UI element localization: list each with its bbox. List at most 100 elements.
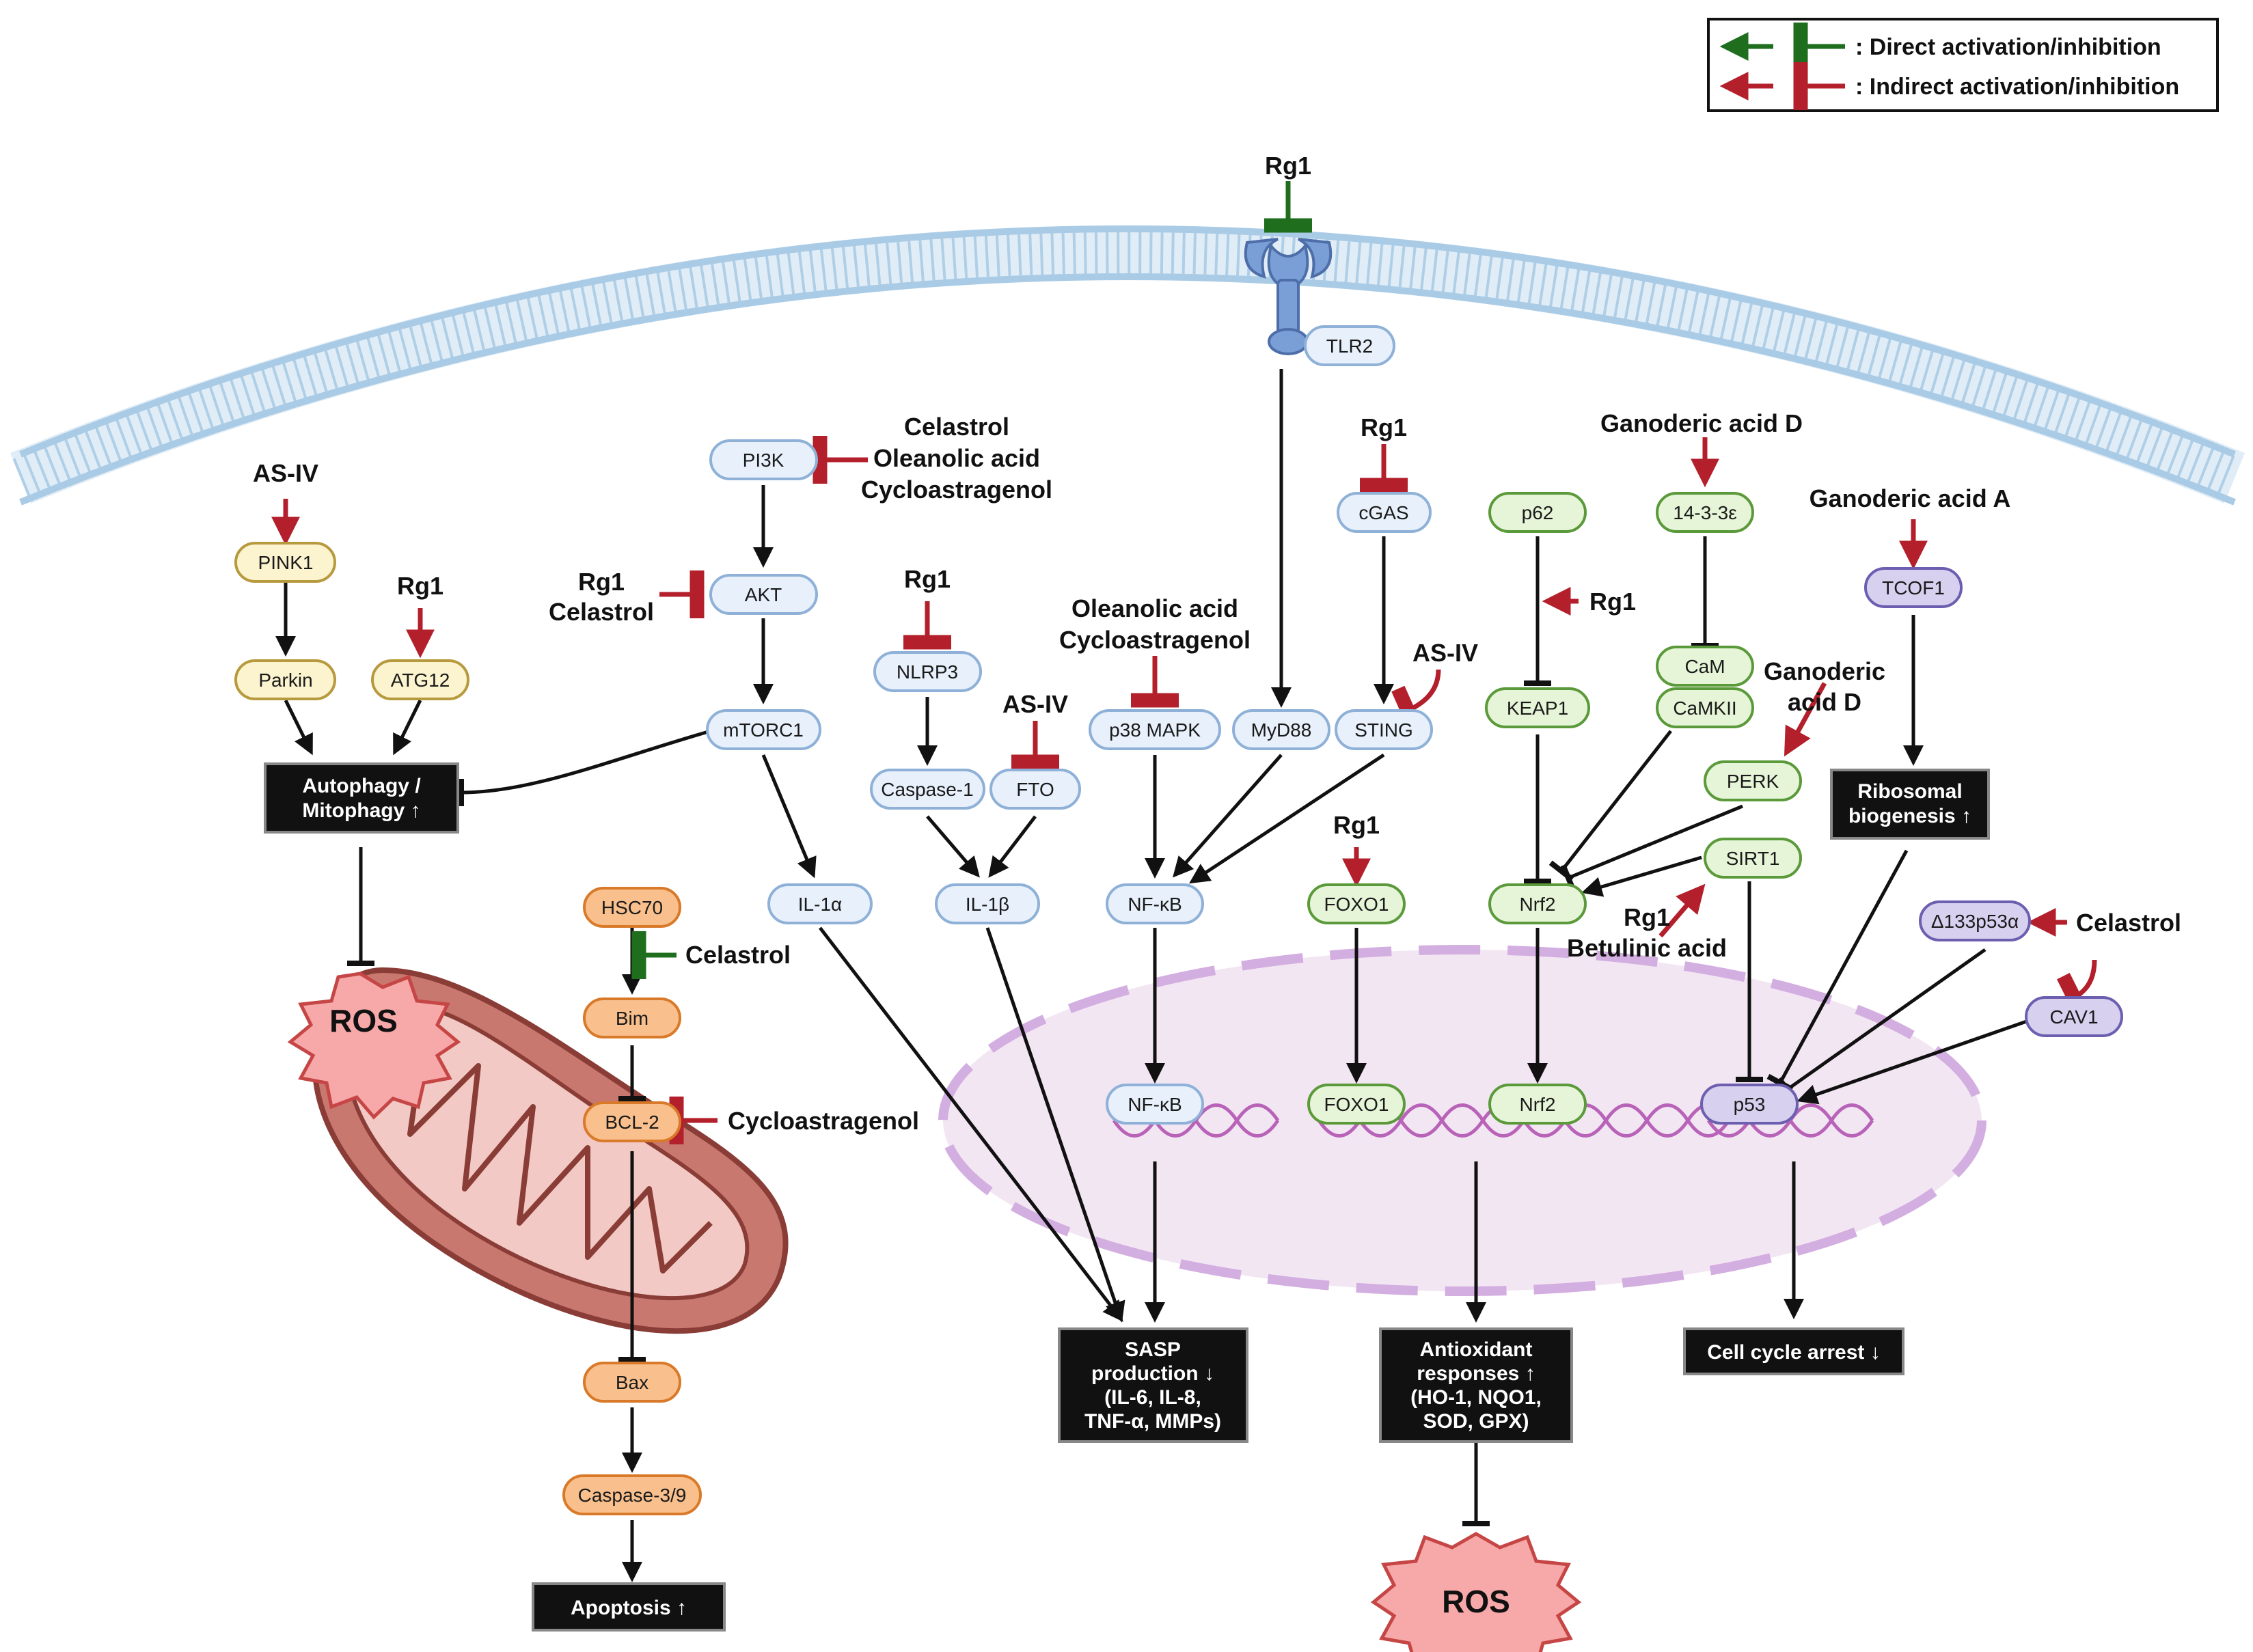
drug-celastrol-akt: Celastrol xyxy=(549,598,654,626)
node-il1a-label: IL-1α xyxy=(798,894,842,915)
drug-gad-1433: Ganoderic acid D xyxy=(1600,409,1803,437)
node-sirt1-label: SIRT1 xyxy=(1726,848,1780,869)
drug-rg1-keap1: Rg1 xyxy=(1589,588,1636,616)
box-sasp: SASP production ↓ (IL-6, IL-8, TNF-α, MM… xyxy=(1058,1327,1248,1443)
node-nrf2-nucleus-label: Nrf2 xyxy=(1520,1094,1556,1115)
node-fto-label: FTO xyxy=(1016,779,1054,800)
ros-bottom-label: ROS xyxy=(1442,1584,1510,1619)
node-sirt1: SIRT1 xyxy=(1704,838,1802,879)
node-foxo1-nucleus-label: FOXO1 xyxy=(1324,1094,1389,1115)
node-cgas: cGAS xyxy=(1337,492,1432,533)
nucleus xyxy=(938,945,1986,1296)
node-p53: p53 xyxy=(1700,1084,1799,1125)
node-caspase39: Caspase-3/9 xyxy=(562,1474,702,1515)
node-pi3k: PI3K xyxy=(709,439,818,480)
box-cell-cycle-label: Cell cycle arrest ↓ xyxy=(1707,1341,1881,1364)
drug-labels: Rg1 AS-IV Rg1 Celastrol Oleanolic acid C… xyxy=(253,152,2181,1135)
node-atg12: ATG12 xyxy=(371,659,469,700)
box-sasp-line1: SASP xyxy=(1125,1338,1181,1361)
box-ribosomal-line2: biogenesis ↑ xyxy=(1848,805,1971,827)
box-sasp-line4: TNF-α, MMPs) xyxy=(1084,1410,1221,1433)
drug-rg1-sirt1: Rg1 xyxy=(1624,903,1670,931)
node-sting-label: STING xyxy=(1354,719,1413,741)
node-pink1-label: PINK1 xyxy=(258,552,314,573)
node-myd88-label: MyD88 xyxy=(1251,719,1312,741)
drug-oleanolic-p38: Oleanolic acid xyxy=(1071,594,1238,622)
node-perk-label: PERK xyxy=(1727,771,1779,792)
node-tcof1-label: TCOF1 xyxy=(1882,577,1945,598)
node-nfkb: NF-κB xyxy=(1106,883,1204,924)
drug-gad-perk-line1: Ganoderic xyxy=(1764,657,1885,685)
node-bim-label: Bim xyxy=(616,1008,648,1029)
node-p62: p62 xyxy=(1488,492,1587,533)
cell-membrane xyxy=(10,225,2245,506)
box-sasp-line2: production ↓ xyxy=(1091,1362,1214,1385)
legend-indirect-label: : Indirect activation/inhibition xyxy=(1855,74,2179,100)
node-bcl2-label: BCL-2 xyxy=(605,1112,659,1133)
node-il1a: IL-1α xyxy=(767,883,873,924)
node-d133p53a: Δ133p53α xyxy=(1919,900,2031,941)
node-14-3-3e-label: 14-3-3ε xyxy=(1673,502,1736,523)
node-nrf2-label: Nrf2 xyxy=(1520,894,1556,915)
box-antioxidant-line3: (HO-1, NQO1, xyxy=(1410,1386,1542,1409)
node-mtorc1: mTORC1 xyxy=(706,709,821,750)
drug-cyclo-bcl2: Cycloastragenol xyxy=(728,1107,919,1135)
node-keap1: KEAP1 xyxy=(1485,687,1590,728)
node-nrf2-nucleus: Nrf2 xyxy=(1488,1084,1587,1125)
node-parkin: Parkin xyxy=(234,659,336,700)
drug-celastrol-pi3k: Celastrol xyxy=(904,413,1009,441)
drug-rg1-akt: Rg1 xyxy=(578,568,625,596)
legend-direct-label: : Direct activation/inhibition xyxy=(1855,34,2161,60)
tlr2-receptor-icon xyxy=(1244,238,1333,355)
node-foxo1-label: FOXO1 xyxy=(1324,894,1389,915)
box-ribosomal-line1: Ribosomal xyxy=(1857,780,1962,803)
node-hsc70-label: HSC70 xyxy=(601,897,663,918)
box-autophagy: Autophagy / Mitophagy ↑ xyxy=(264,762,459,834)
drug-rg1-tlr2: Rg1 xyxy=(1265,152,1311,180)
drug-rg1-nlrp3: Rg1 xyxy=(904,565,951,593)
node-cav1-label: CAV1 xyxy=(2049,1006,2098,1028)
edges xyxy=(271,181,2097,1582)
drug-rg1-atg12: Rg1 xyxy=(397,572,443,600)
drug-gaa-tcof1: Ganoderic acid A xyxy=(1810,484,2011,512)
box-cell-cycle: Cell cycle arrest ↓ xyxy=(1683,1327,1904,1375)
box-antioxidant-line2: responses ↑ xyxy=(1417,1362,1535,1385)
node-caspase1: Caspase-1 xyxy=(870,769,985,810)
node-nlrp3-label: NLRP3 xyxy=(897,661,958,683)
box-apoptosis-label: Apoptosis ↑ xyxy=(571,1597,687,1619)
node-d133p53a-label: Δ133p53α xyxy=(1931,911,2019,932)
nodes: TLR2 PI3K AKT mTORC1 NLRP3 Caspase-1 FTO… xyxy=(234,325,2123,1515)
node-mtorc1-label: mTORC1 xyxy=(723,719,804,741)
drug-gad-perk-line2: acid D xyxy=(1788,688,1861,716)
node-nrf2: Nrf2 xyxy=(1488,883,1587,924)
node-caspase1-label: Caspase-1 xyxy=(881,779,973,800)
drug-rg1-foxo1: Rg1 xyxy=(1333,811,1380,839)
node-camkii-label: CaMKII xyxy=(1673,698,1736,719)
node-nfkb-label: NF-κB xyxy=(1128,894,1182,915)
node-tlr2: TLR2 xyxy=(1304,325,1395,366)
drug-asiv-pink1: AS-IV xyxy=(253,459,318,487)
node-pi3k-label: PI3K xyxy=(743,450,784,471)
outcome-boxes: Autophagy / Mitophagy ↑ Ribosomal biogen… xyxy=(264,762,1990,1632)
node-p38-label: p38 MAPK xyxy=(1109,719,1201,741)
node-hsc70: HSC70 xyxy=(583,887,681,928)
node-cav1: CAV1 xyxy=(2025,996,2123,1037)
drug-asiv-sting: AS-IV xyxy=(1412,639,1478,667)
node-p62-label: p62 xyxy=(1522,502,1554,523)
node-nfkb-nucleus-label: NF-κB xyxy=(1128,1094,1182,1115)
node-il1b-label: IL-1β xyxy=(966,894,1009,915)
node-nlrp3: NLRP3 xyxy=(873,651,982,692)
node-atg12-label: ATG12 xyxy=(391,670,450,691)
node-cgas-label: cGAS xyxy=(1358,502,1408,523)
node-tlr2-label: TLR2 xyxy=(1326,335,1373,357)
box-antioxidant-line1: Antioxidant xyxy=(1420,1338,1533,1361)
node-pink1: PINK1 xyxy=(234,542,336,583)
box-ribosomal: Ribosomal biogenesis ↑ xyxy=(1830,769,1990,840)
node-bax-label: Bax xyxy=(616,1372,648,1393)
node-camkii: CaMKII xyxy=(1656,687,1754,728)
drug-cyclo-pi3k: Cycloastragenol xyxy=(861,476,1052,504)
box-sasp-line3: (IL-6, IL-8, xyxy=(1104,1386,1201,1409)
node-14-3-3e: 14-3-3ε xyxy=(1656,492,1754,533)
node-p38: p38 MAPK xyxy=(1089,709,1221,750)
node-sting: STING xyxy=(1335,709,1433,750)
